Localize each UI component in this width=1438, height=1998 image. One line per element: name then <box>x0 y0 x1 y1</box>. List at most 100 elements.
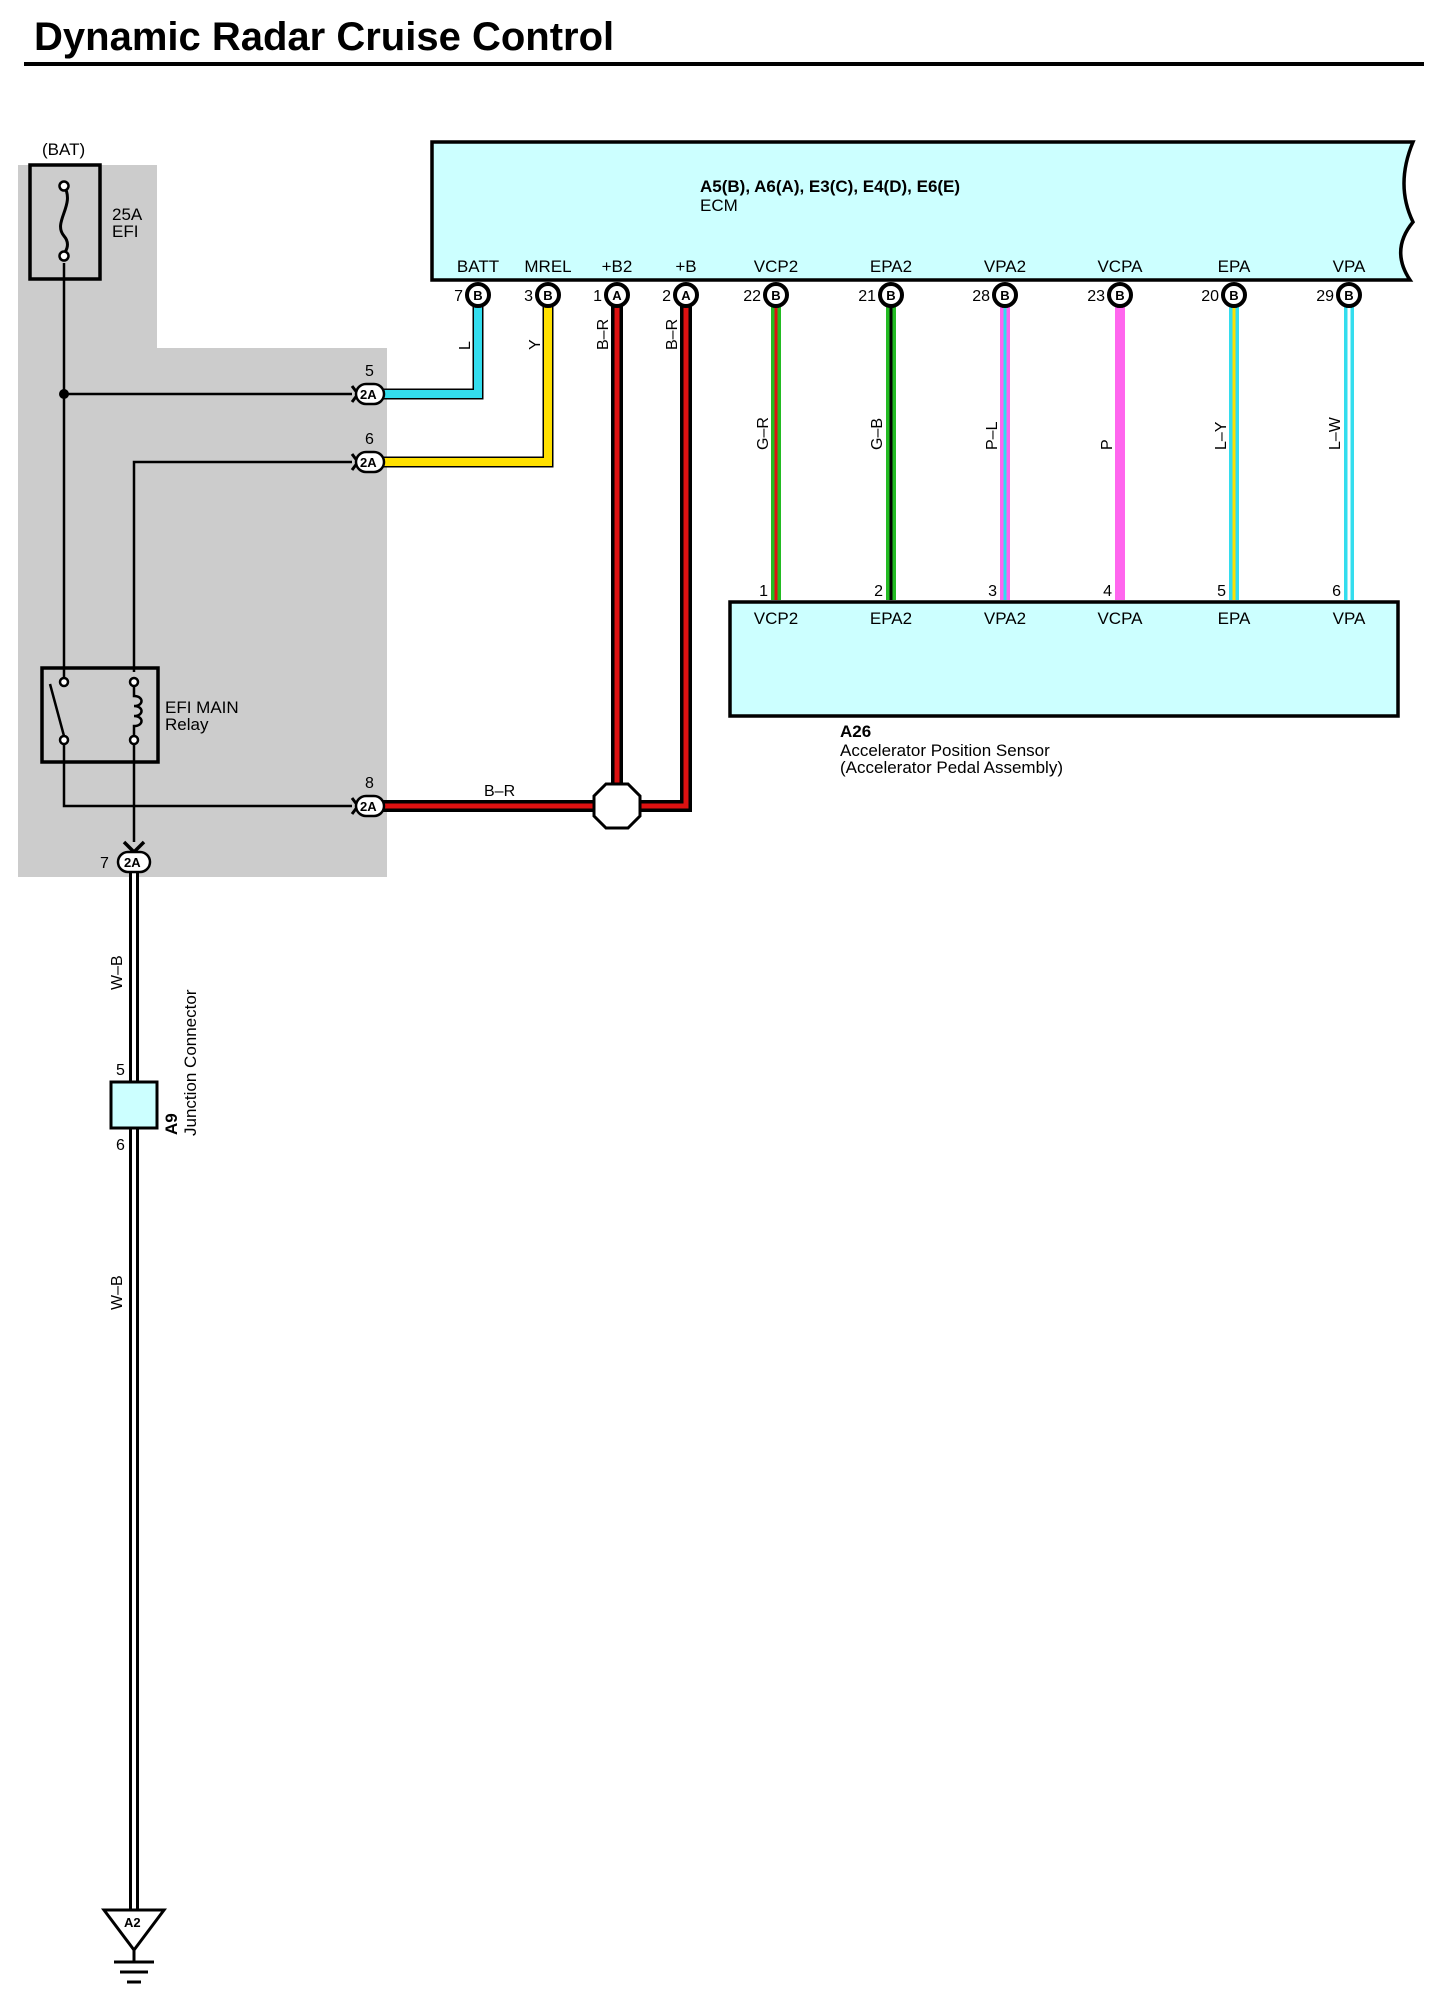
connector-badge-jb-7: 2A <box>116 840 152 874</box>
ecm-terminal-conn: B <box>473 288 482 303</box>
sensor-name-line2: (Accelerator Pedal Assembly) <box>840 758 1063 777</box>
wire-label-epa: L–Y <box>1213 421 1230 450</box>
connector-badge-jb-8: 2A <box>350 794 386 818</box>
sensor-name-line1: Accelerator Position Sensor <box>840 741 1050 760</box>
ecm-terminal-name: VCPA <box>1097 257 1143 276</box>
jb-conn-label: 2A <box>124 855 141 870</box>
relay-coil-icon <box>132 684 143 740</box>
relay-name-line1: EFI MAIN <box>165 698 239 717</box>
sensor-terminal-name: VCP2 <box>754 609 798 628</box>
junction-block-shade <box>18 165 387 877</box>
fuse-terminal-top <box>58 180 70 192</box>
wire-label-b2: B–R <box>595 319 612 350</box>
ecm-terminal-name: VPA2 <box>984 257 1026 276</box>
wire-label-mrel: Y <box>527 339 544 350</box>
sensor-terminal-pin: 6 <box>1332 583 1341 600</box>
jc-name: Junction Connector <box>181 989 200 1136</box>
efi-main-relay <box>40 666 160 764</box>
ecm-terminal-conn: B <box>1115 288 1124 303</box>
ecm-terminal-conn: B <box>771 288 780 303</box>
ecm-terminal-name: BATT <box>457 257 499 276</box>
jb-pin-5: 5 <box>365 363 374 380</box>
ecm-name: ECM <box>700 196 738 215</box>
ecm-terminal-badge <box>992 282 1018 308</box>
ecm-terminal-name: VPA <box>1333 257 1366 276</box>
relay-coil-terminal-top <box>128 676 140 688</box>
junction-block-wiring <box>62 263 352 842</box>
sensor-terminal-pin: 1 <box>759 583 768 600</box>
wire-label-relay-out: B–R <box>484 783 515 800</box>
ecm-terminal-name: +B <box>675 257 696 276</box>
sensor-terminal-pin: 3 <box>988 583 997 600</box>
ecm-terminal-pin: 3 <box>524 288 533 305</box>
connector-badge-jb-5: 2A <box>350 382 386 406</box>
relay-switch-icon <box>48 683 66 737</box>
connector-badge-jb-6: 2A <box>350 450 386 474</box>
ecm-terminal-pin: 21 <box>858 288 876 305</box>
ecm-terminal-pin: 29 <box>1316 288 1334 305</box>
jc-pin-top: 5 <box>116 1062 125 1079</box>
ecm-terminal-badge <box>604 282 630 308</box>
ecm-terminal-badge <box>673 282 699 308</box>
jb-pin-7: 7 <box>100 855 109 872</box>
fuse-name: EFI <box>112 222 138 241</box>
ecm-box <box>430 140 1416 282</box>
relay-name-line2: Relay <box>165 715 209 734</box>
ecm-terminal-conn: A <box>681 288 691 303</box>
ecm-terminal-conn: B <box>1344 288 1353 303</box>
ecm-terminal-pin: 28 <box>972 288 990 305</box>
ecm-terminal-badge <box>1336 282 1362 308</box>
ecm-terminal-name: EPA <box>1218 257 1251 276</box>
ecm-terminal-badge <box>878 282 904 308</box>
fuse-terminal-bottom <box>58 250 70 262</box>
jb-pin-8: 8 <box>365 775 374 792</box>
wire-label-vpa: L–W <box>1327 416 1344 450</box>
ecm-terminal-badge <box>535 282 561 308</box>
ecm-connectors: A5(B), A6(A), E3(C), E4(D), E6(E) <box>700 177 960 196</box>
ground-code: A2 <box>124 1915 141 1930</box>
jc-pin-bottom: 6 <box>116 1137 125 1154</box>
ecm-terminal-badge <box>1107 282 1133 308</box>
ecm-terminal-pin: 2 <box>662 288 671 305</box>
ecm-terminal-name: +B2 <box>602 257 633 276</box>
ecm-terminal-conn: B <box>543 288 552 303</box>
fuse-rating: 25A <box>112 205 143 224</box>
ecm-terminal-name: EPA2 <box>870 257 912 276</box>
ecm-terminal-conn: B <box>886 288 895 303</box>
jb-pin-6: 6 <box>365 431 374 448</box>
ecm-terminal-conn: B <box>1229 288 1238 303</box>
wire-label-epa2: G–B <box>869 418 886 450</box>
ground-triangle <box>101 1908 167 1953</box>
wire-label-vpa2: P–L <box>984 421 1001 450</box>
page-title: Dynamic Radar Cruise Control <box>34 15 614 59</box>
splice-point <box>59 389 69 399</box>
jb-conn-label: 2A <box>360 455 377 470</box>
wire-label-ground-lower: W–B <box>109 1275 126 1310</box>
sensor-box <box>728 600 1400 718</box>
ecm-terminal-pin: 7 <box>454 288 463 305</box>
bat-label: (BAT) <box>42 140 85 159</box>
sensor-terminal-name: EPA <box>1218 609 1251 628</box>
splice-octagon <box>592 782 642 830</box>
wire-label-b: B–R <box>664 319 681 350</box>
ecm-terminal-pin: 20 <box>1201 288 1219 305</box>
jb-conn-label: 2A <box>360 799 377 814</box>
ecm-terminal-pin: 22 <box>743 288 761 305</box>
sensor-terminal-pin: 2 <box>874 583 883 600</box>
wire-label-vcpa: P <box>1099 439 1116 450</box>
ecm-terminal-conn: B <box>1000 288 1009 303</box>
sensor-terminal-name: VPA2 <box>984 609 1026 628</box>
ground-icon <box>114 1950 154 1984</box>
relay-coil-terminal-bottom <box>128 734 140 746</box>
ecm-terminal-name: MREL <box>524 257 571 276</box>
wire-label-vcp2: G–R <box>755 417 772 450</box>
ecm-terminal-badge <box>1221 282 1247 308</box>
sensor-terminal-pin: 4 <box>1103 583 1112 600</box>
relay-contact-bottom <box>58 734 70 746</box>
relay-contact-top <box>58 676 70 688</box>
sensor-terminal-name: VPA <box>1333 609 1366 628</box>
